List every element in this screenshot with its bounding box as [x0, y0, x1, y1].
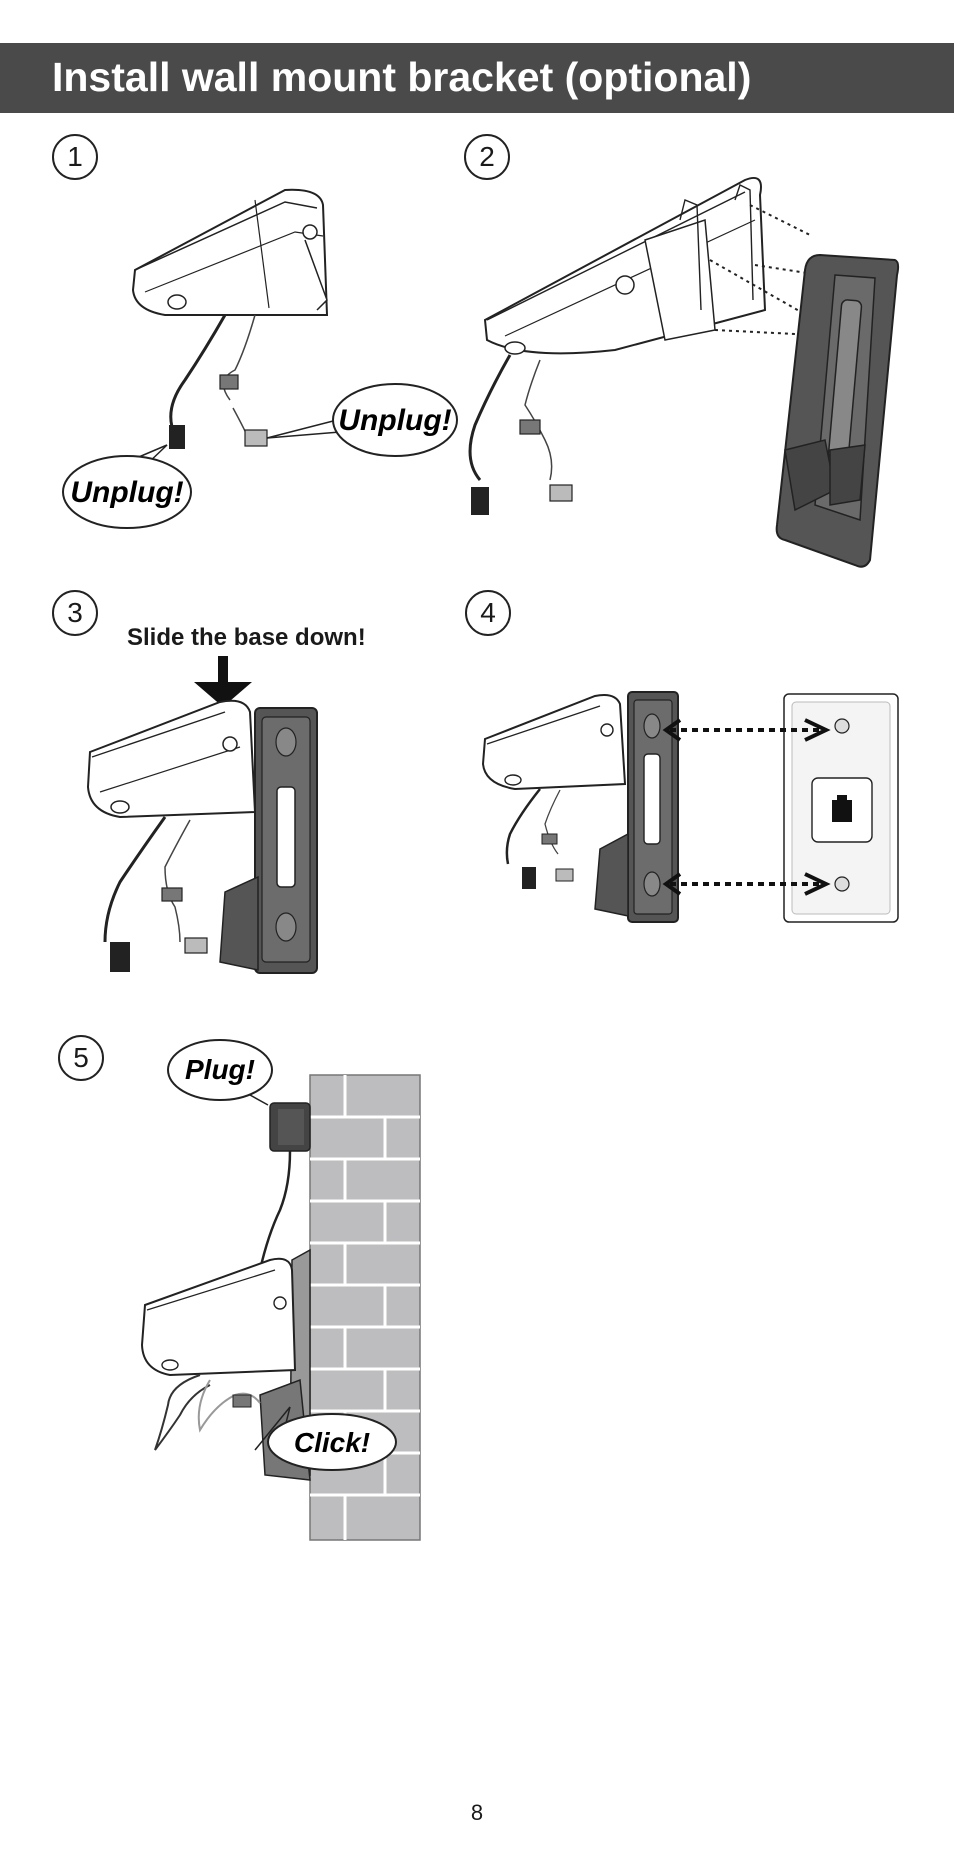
step-5-number: 5	[58, 1035, 104, 1081]
phone-base-icon	[483, 176, 767, 355]
step-2-illustration	[468, 176, 900, 568]
bubble-unplug-phone-line: Unplug!	[338, 404, 451, 437]
step-4-illustration	[481, 691, 899, 923]
power-adapter-icon	[258, 1102, 311, 1271]
bubble-unplug-power: Unplug!	[70, 476, 183, 509]
wall-plate-icon	[783, 693, 899, 923]
bubble-plug: Plug!	[185, 1054, 255, 1085]
page-number: 8	[470, 1800, 484, 1825]
step-2-number: 2	[464, 134, 510, 180]
page-title: Install wall mount bracket (optional)	[52, 54, 752, 100]
phone-jack-icon	[832, 795, 852, 822]
down-arrow-icon	[194, 656, 252, 707]
step-3-illustration	[86, 656, 318, 974]
click-bubble: Click!	[254, 1406, 397, 1471]
unplug-bubble-left: Unplug!	[62, 444, 192, 529]
step-3-caption: Slide the base down!	[127, 624, 366, 651]
align-arrow-top	[662, 718, 831, 742]
step-4-number: 4	[465, 590, 511, 636]
step-3-number: 3	[52, 590, 98, 636]
phone-jack-plug-icon	[244, 429, 268, 447]
power-plug-icon	[169, 425, 185, 449]
step-1-illustration: Unplug! Unplug!	[62, 188, 458, 529]
align-arrow-bottom	[662, 872, 831, 896]
step-1-number: 1	[52, 134, 98, 180]
unplug-bubble-right: Unplug!	[266, 383, 458, 457]
line-cord-plug-icon	[219, 374, 239, 390]
plug-bubble: Plug!	[167, 1039, 273, 1106]
step-5-illustration: Plug! Click!	[140, 1039, 421, 1541]
phone-base-icon	[86, 699, 257, 819]
header-banner: Install wall mount bracket (optional)	[0, 43, 954, 113]
phone-base-icon	[481, 694, 627, 791]
phone-base-icon	[131, 188, 329, 316]
wall-mount-bracket-icon	[775, 253, 900, 568]
bubble-click: Click!	[294, 1427, 370, 1458]
wall-mount-bracket-icon	[219, 707, 318, 974]
wall-mount-bracket-icon	[594, 691, 679, 923]
phone-base-icon	[140, 1257, 297, 1377]
